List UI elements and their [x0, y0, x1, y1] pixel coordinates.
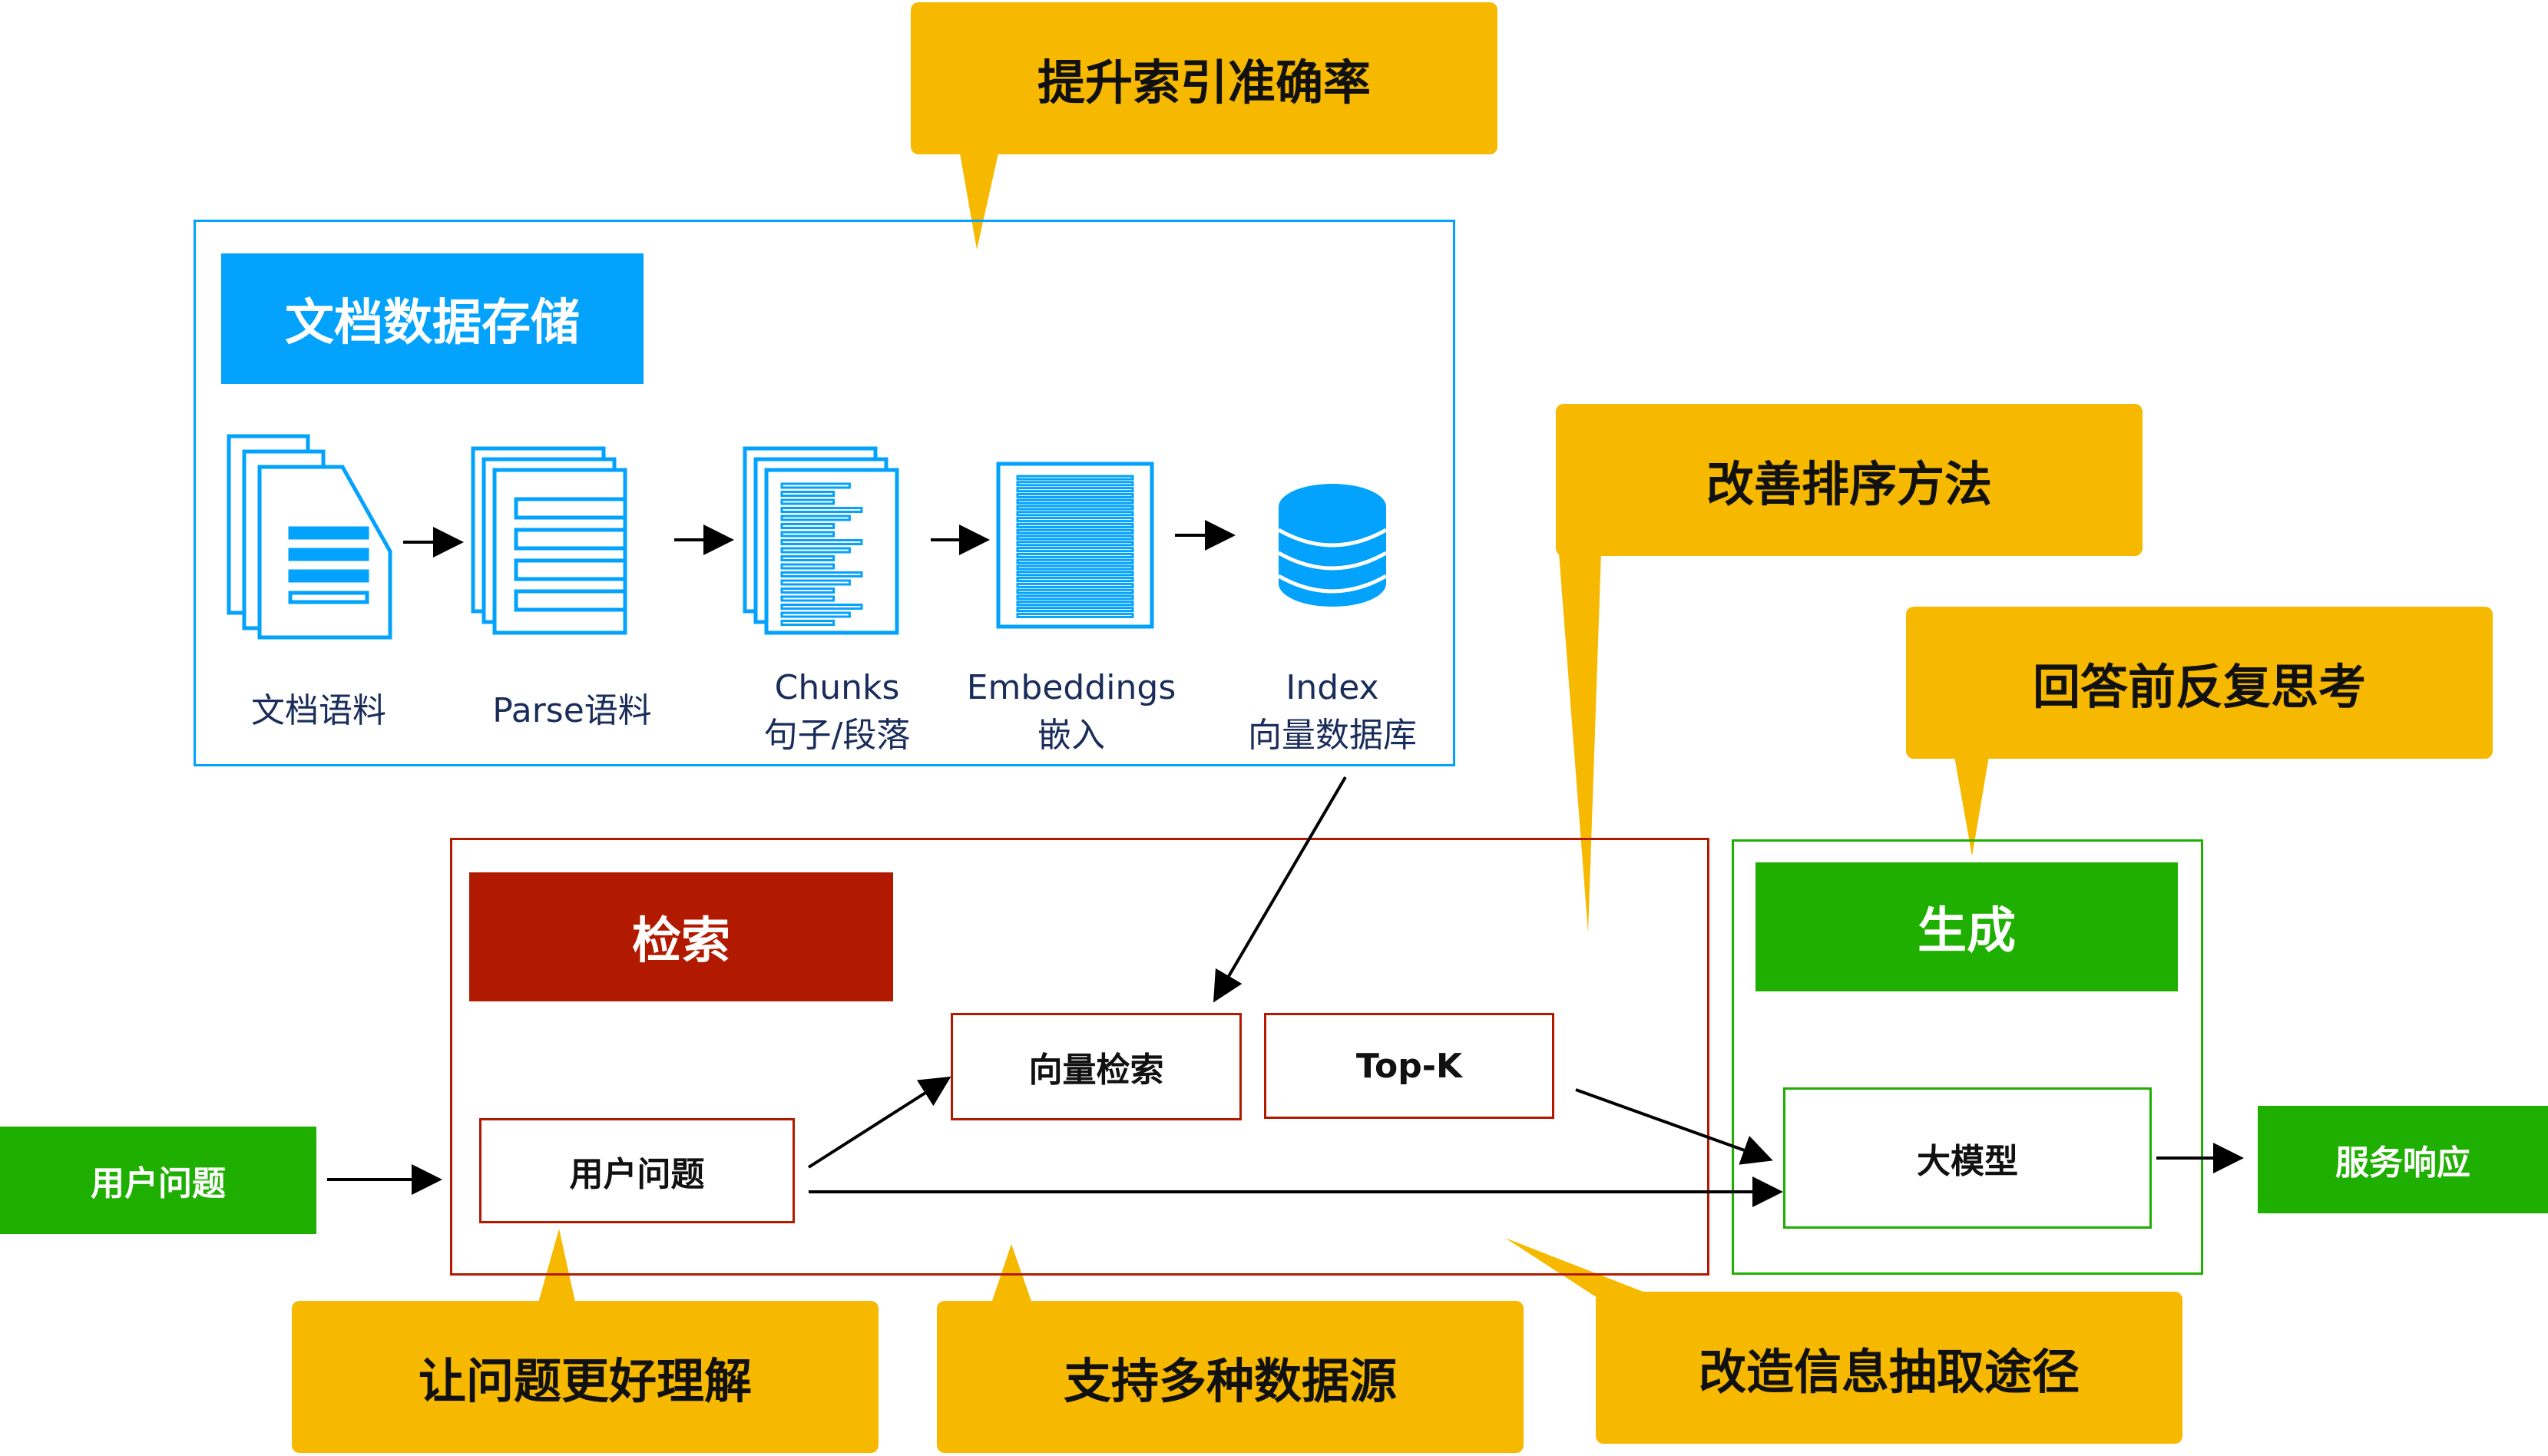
- embedding-line: [1016, 601, 1134, 607]
- user-question-node: 用户问题: [479, 1118, 795, 1223]
- embedding-line: [1016, 571, 1134, 577]
- embedding-line: [1016, 582, 1134, 588]
- chunk-line: [780, 531, 836, 538]
- retrieval-header: 检索: [469, 872, 893, 1001]
- step-label-docs: 文档语料: [251, 691, 386, 730]
- chunk-line: [780, 604, 863, 610]
- callout-multi-source: 支持多种数据源: [937, 1301, 1524, 1453]
- chunk-line: [780, 620, 836, 626]
- parsed-document-icon: [471, 446, 627, 635]
- chunk-line: [780, 547, 851, 554]
- arrow-index-to-vector-search: [1213, 776, 1347, 1003]
- chunk-line: [780, 539, 863, 545]
- chunk-line: [780, 498, 836, 505]
- chunk-line: [780, 587, 836, 594]
- arrow-question-to-vector-search: [807, 1076, 951, 1169]
- embedding-line: [1016, 558, 1134, 564]
- embedding-line: [1016, 498, 1134, 505]
- output-service-response: 服务响应: [2258, 1106, 2548, 1213]
- embedding-line: [1016, 534, 1134, 541]
- chunk-line: [780, 515, 851, 521]
- database-icon: [1277, 484, 1388, 607]
- embedding-lines: [1016, 475, 1134, 618]
- storage-header: 文档数据存储: [221, 253, 644, 384]
- chunk-line: [780, 482, 851, 489]
- topk-node: Top-K: [1264, 1013, 1554, 1119]
- embedding-line: [1016, 577, 1134, 583]
- callout-extraction: 改造信息抽取途径: [1596, 1292, 2182, 1444]
- callout-query-rewrite: 让问题更好理解: [292, 1301, 879, 1453]
- retrieval-section: [450, 838, 1709, 1276]
- embedding-line: [1016, 541, 1134, 547]
- embedding-line: [1016, 547, 1134, 553]
- generation-section: [1732, 839, 2203, 1275]
- embedding-line: [1016, 564, 1134, 571]
- embedding-line: [1016, 481, 1134, 487]
- embedding-line: [1016, 588, 1134, 594]
- embedding-line: [1016, 552, 1134, 558]
- documents-icon: [227, 434, 392, 640]
- embedding-line: [1016, 505, 1134, 511]
- embedding-line: [1016, 487, 1134, 493]
- chunk-line: [780, 571, 863, 577]
- input-user-question: 用户问题: [0, 1127, 316, 1234]
- callout-tail-query: [538, 1229, 576, 1305]
- chunk-line: [780, 611, 851, 618]
- generation-header: 生成: [1755, 862, 2178, 991]
- chunk-line: [780, 523, 836, 529]
- embedding-line: [1016, 492, 1134, 498]
- embedding-line: [1016, 517, 1134, 523]
- embedding-line: [1016, 594, 1134, 601]
- storage-section: [194, 220, 1455, 766]
- callout-tail-extract: [1505, 1238, 1659, 1298]
- chunk-line: [780, 555, 836, 561]
- callout-tail-index: [960, 154, 998, 250]
- chunk-line: [780, 491, 836, 497]
- step-label-parse: Parse语料: [492, 691, 652, 730]
- callout-rerank: 改善排序方法: [1556, 404, 2143, 556]
- callout-index-accuracy: 提升索引准确率: [911, 2, 1497, 154]
- callout-reflect: 回答前反复思考: [1906, 607, 2493, 759]
- chunk-line: [780, 579, 851, 586]
- callout-tail-reflect: [1954, 756, 1989, 856]
- llm-node: 大模型: [1783, 1087, 2152, 1229]
- chunk-line: [780, 563, 836, 570]
- embedding-line: [1016, 475, 1134, 481]
- vector-search-node: 向量检索: [951, 1013, 1242, 1120]
- embedding-line: [1016, 612, 1134, 618]
- chunk-line: [780, 507, 863, 513]
- chunk-line: [780, 595, 836, 602]
- arrow-topk-to-llm: [1575, 1088, 1773, 1165]
- embedding-line: [1016, 607, 1134, 613]
- chunk-lines: [780, 482, 863, 626]
- embedding-line: [1016, 511, 1134, 517]
- embedding-line: [1016, 528, 1134, 534]
- embedding-line: [1016, 522, 1134, 528]
